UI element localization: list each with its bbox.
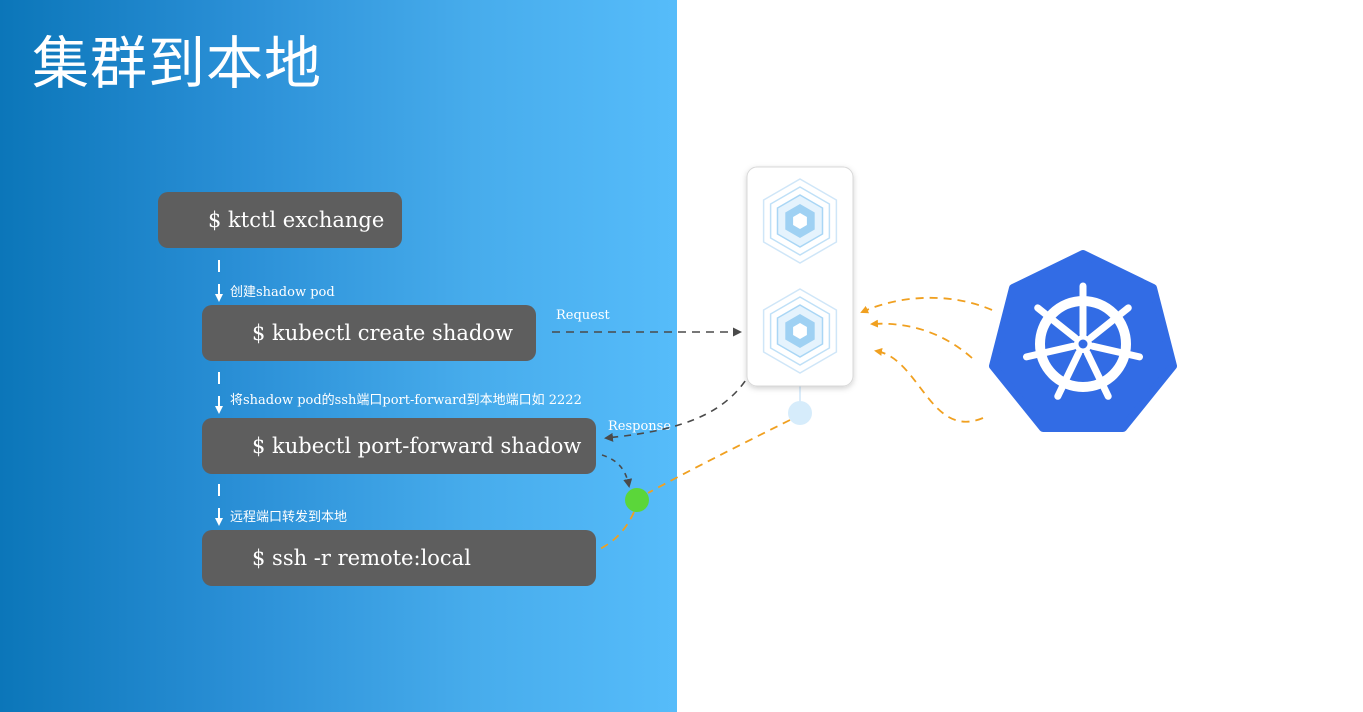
request-label: Request	[556, 308, 610, 323]
incoming-traffic-bottom	[874, 348, 984, 423]
command-text: $ ktctl exchange	[208, 208, 385, 232]
tunnel-line-lower	[597, 511, 635, 551]
response-arrow	[604, 369, 753, 442]
command-text: $ ssh -r remote:local	[252, 546, 471, 570]
shadow-node	[788, 401, 812, 425]
local-node	[625, 488, 649, 512]
pod-card	[746, 166, 854, 387]
slide-title: 集群到本地	[32, 31, 322, 97]
tunnel-line-upper	[647, 419, 791, 494]
step-label-port-forward: 将shadow pod的ssh端口port-forward到本地端口如 2222	[230, 393, 582, 408]
command-text: $ kubectl create shadow	[252, 321, 513, 345]
command-ssh-remote: $ ssh -r remote:local	[202, 530, 596, 586]
command-text: $ kubectl port-forward shadow	[252, 434, 582, 458]
incoming-traffic-top	[860, 296, 993, 314]
hexagon-pod-icon	[762, 288, 838, 374]
hexagon-pod-icon	[762, 178, 838, 264]
kubernetes-helm-wheel-icon	[989, 250, 1177, 432]
command-ktctl-exchange: $ ktctl exchange	[158, 192, 402, 248]
command-create-shadow: $ kubectl create shadow	[202, 305, 536, 361]
step-label-create-shadow-pod: 创建shadow pod	[230, 285, 335, 300]
step-label-remote-forward: 远程端口转发到本地	[230, 510, 348, 525]
command-port-forward: $ kubectl port-forward shadow	[202, 418, 596, 474]
port-forward-arrow	[601, 454, 633, 488]
incoming-traffic-middle	[870, 319, 973, 359]
